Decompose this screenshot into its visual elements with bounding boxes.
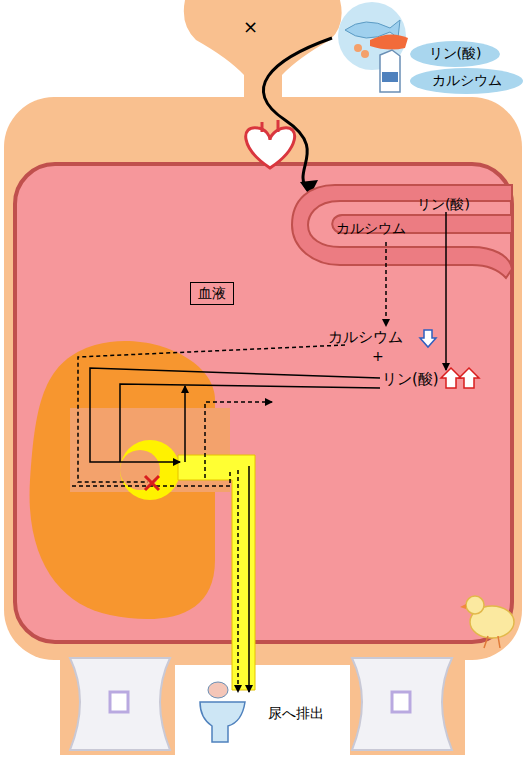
renal-tubule bbox=[178, 455, 255, 690]
torso bbox=[4, 97, 522, 660]
shrimp bbox=[361, 50, 369, 58]
phosphate-filtration bbox=[120, 384, 380, 462]
head bbox=[184, 0, 342, 75]
increase-arrow bbox=[459, 368, 479, 388]
blocked-mark bbox=[145, 476, 159, 490]
milk-label bbox=[382, 72, 398, 82]
excretion-label: 尿へ排出 bbox=[268, 706, 324, 721]
heart-vessels bbox=[262, 120, 278, 132]
toilet bbox=[200, 682, 245, 742]
calcium-reabsorption bbox=[205, 402, 272, 478]
intestine-outline bbox=[292, 185, 512, 278]
leg-center bbox=[110, 692, 128, 712]
phosphate-reabsorption bbox=[184, 386, 186, 462]
heart bbox=[246, 128, 295, 168]
toilet-area bbox=[175, 665, 350, 763]
plus-sign: + bbox=[372, 349, 384, 364]
ellipse-fill bbox=[410, 68, 523, 94]
node-text: カルシウム bbox=[336, 221, 406, 236]
shrimp bbox=[354, 44, 362, 52]
calcium-filtration bbox=[78, 345, 345, 482]
phosphate-absorption bbox=[445, 212, 447, 370]
intestine-shape bbox=[300, 185, 515, 280]
calcium-tubule bbox=[72, 470, 230, 486]
label-box: 血液 bbox=[190, 282, 234, 305]
leg-center bbox=[392, 692, 410, 712]
blood-area bbox=[15, 164, 512, 642]
node-text: リン(酸) bbox=[410, 46, 500, 61]
node-text: リン(酸) bbox=[417, 197, 470, 212]
leg bbox=[70, 658, 170, 750]
milk-carton bbox=[380, 50, 400, 92]
ellipse-fill bbox=[410, 41, 500, 67]
chick-beak bbox=[460, 604, 466, 609]
blood-calcium: カルシウム bbox=[328, 329, 403, 346]
intestine: リン(酸) カルシウム bbox=[300, 185, 515, 280]
phosphate-excretion bbox=[248, 466, 250, 692]
node-text: カルシウム bbox=[410, 73, 523, 88]
head-mark: × bbox=[243, 17, 258, 37]
chick-head bbox=[466, 596, 484, 614]
calcium-excretion bbox=[237, 470, 239, 692]
chick-legs bbox=[484, 636, 500, 648]
salmon bbox=[370, 34, 408, 49]
blood-phosphate: リン(酸) bbox=[382, 371, 439, 388]
phosphate-filtration bbox=[90, 368, 380, 462]
toilet-tank bbox=[208, 682, 228, 698]
nutrient-ellipse: カルシウム bbox=[410, 68, 523, 94]
decrease-arrow bbox=[420, 330, 436, 347]
toilet-bowl bbox=[200, 702, 245, 742]
chick bbox=[460, 596, 514, 648]
glomerulus-inner bbox=[120, 450, 160, 490]
increase-arrow bbox=[441, 368, 461, 388]
glomerulus-capsule bbox=[120, 440, 180, 500]
leg bbox=[352, 658, 452, 750]
node-text: 血液 bbox=[191, 286, 233, 301]
nutrient-ellipse: リン(酸) bbox=[410, 41, 500, 67]
